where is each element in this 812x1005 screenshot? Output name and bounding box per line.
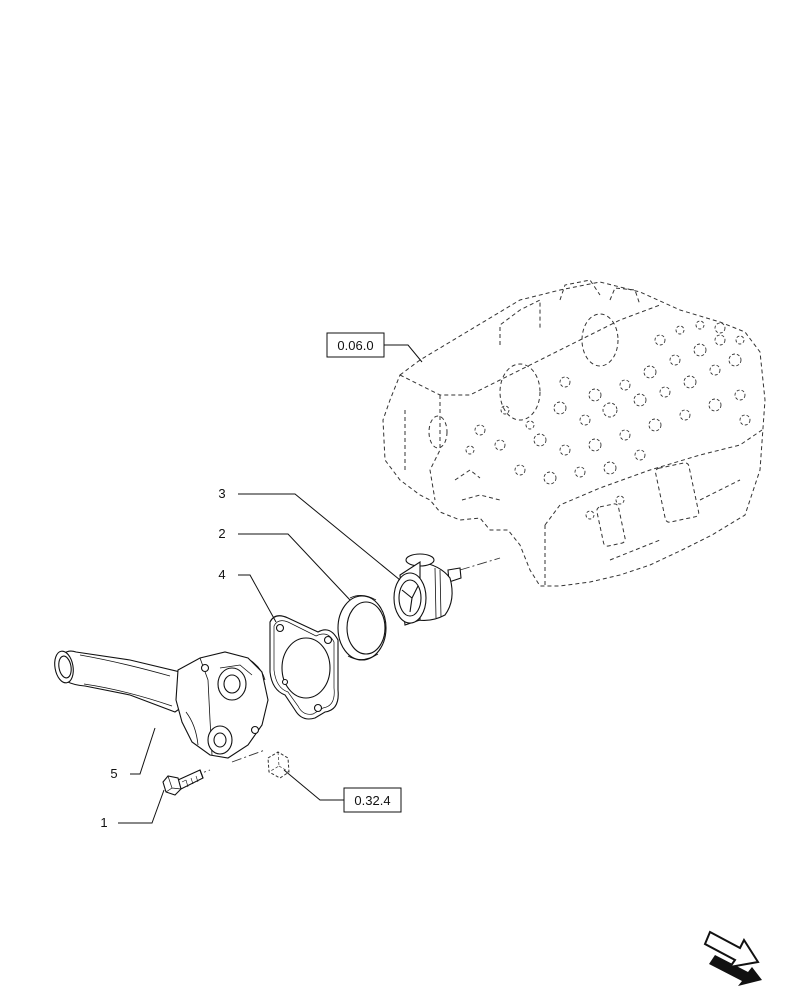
thermostat[interactable] — [393, 553, 462, 626]
leader-lines — [118, 344, 423, 824]
ref-nut-label: 0.32.4 — [354, 793, 390, 808]
leader-5 — [130, 727, 156, 775]
bolt[interactable] — [162, 769, 204, 796]
callout-5: 5 — [110, 766, 117, 781]
callout-4: 4 — [218, 567, 225, 582]
leader-3 — [238, 493, 401, 581]
callout-labels: 3 2 4 5 1 — [100, 486, 225, 830]
ref-engine-block-label: 0.06.0 — [337, 338, 373, 353]
nut — [267, 751, 290, 779]
engine-block-holes — [465, 320, 751, 520]
ref-box-nut[interactable]: 0.32.4 — [343, 787, 402, 813]
next-page-arrow-icon[interactable] — [703, 930, 762, 986]
seal-ring[interactable] — [337, 595, 387, 661]
leader-ref-nut — [283, 769, 344, 801]
callout-1: 1 — [100, 815, 107, 830]
leader-4 — [238, 574, 277, 623]
callout-2: 2 — [218, 526, 225, 541]
leader-1 — [118, 789, 165, 824]
callout-3: 3 — [218, 486, 225, 501]
leader-2 — [238, 533, 351, 601]
leader-ref-engine — [384, 344, 423, 363]
gasket[interactable] — [269, 615, 339, 720]
outlet-pipe[interactable] — [52, 650, 269, 759]
ref-box-engine-block[interactable]: 0.06.0 — [326, 332, 385, 358]
engine-block — [382, 279, 766, 587]
